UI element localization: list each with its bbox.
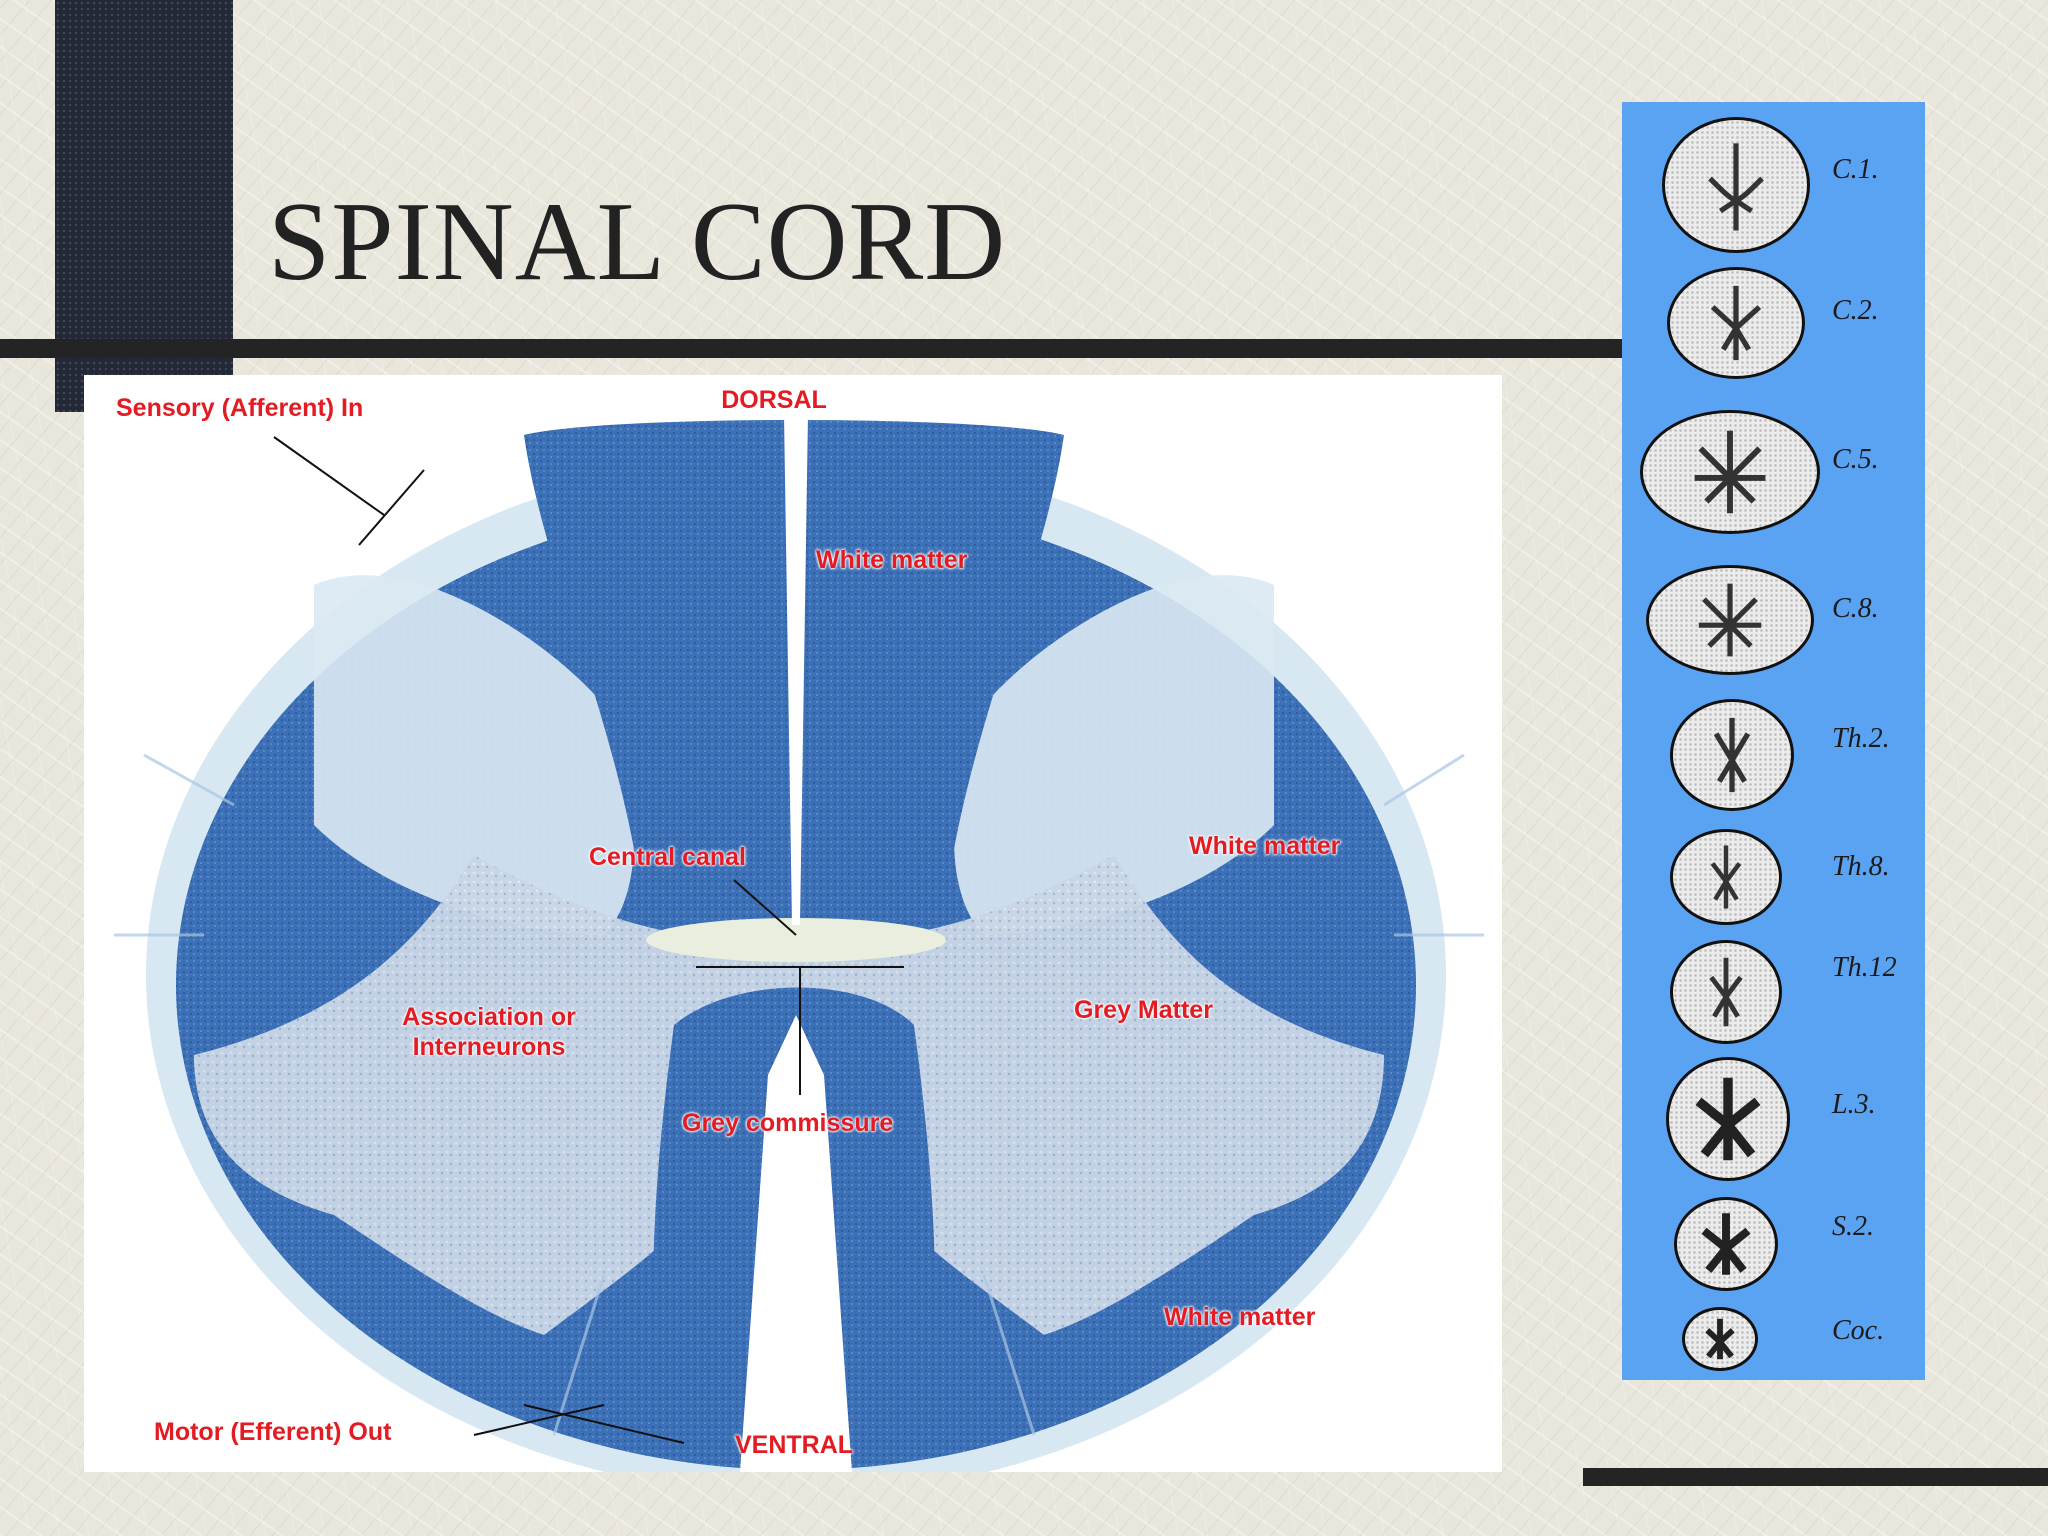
segment-cross-section-icon <box>1666 1057 1790 1181</box>
segment-cross-section-icon <box>1670 829 1782 925</box>
segment-cross-section-icon <box>1674 1197 1778 1291</box>
central-canal-pointer-line <box>733 879 797 936</box>
label-dorsal: DORSAL <box>721 386 827 414</box>
segment-code: C.8. <box>1832 593 1879 624</box>
label-white-matter-lateral: White matter <box>1189 832 1341 860</box>
cross-section-image <box>114 415 1484 1472</box>
spinal-cord-cross-section-figure: DORSAL Sensory (Afferent) In White matte… <box>84 375 1502 1472</box>
label-central-canal: Central canal <box>589 843 747 871</box>
segment-item: S.2. <box>1622 1197 1925 1317</box>
slide-title: SPINAL CORD <box>268 180 1007 304</box>
label-white-matter-dorsal: White matter <box>816 546 968 574</box>
label-grey-matter: Grey Matter <box>1074 996 1213 1024</box>
segment-code: Coc. <box>1832 1315 1885 1346</box>
label-white-matter-ventral: White matter <box>1164 1303 1316 1331</box>
segment-item: Coc. <box>1622 1307 1925 1427</box>
segment-code: C.2. <box>1832 295 1879 326</box>
segment-code: Th.8. <box>1832 851 1890 882</box>
segment-code: Th.12 <box>1832 952 1897 983</box>
segment-cross-section-icon <box>1662 117 1810 253</box>
motor-pointer-line <box>473 1404 605 1436</box>
label-grey-commissure: Grey commissure <box>682 1109 894 1137</box>
segment-cross-section-icon <box>1646 565 1814 675</box>
segment-item: Th.12 <box>1622 940 1925 1060</box>
label-association: Association or Interneurons <box>374 1002 604 1062</box>
segment-cross-section-icon <box>1640 410 1820 534</box>
dorsal-horn-left <box>314 575 634 935</box>
footer-rule <box>1583 1468 2048 1486</box>
segment-cross-section-icon <box>1682 1307 1758 1371</box>
segment-code: C.1. <box>1832 154 1879 185</box>
segment-code: S.2. <box>1832 1211 1874 1242</box>
segment-item: Th.2. <box>1622 699 1925 819</box>
segment-cross-section-icon <box>1670 699 1794 811</box>
segment-code: C.5. <box>1832 444 1879 475</box>
sensory-pointer-line <box>273 436 385 516</box>
segment-code: Th.2. <box>1832 723 1890 754</box>
segment-code: L.3. <box>1832 1089 1876 1120</box>
segment-item: Th.8. <box>1622 829 1925 949</box>
label-sensory-afferent-in: Sensory (Afferent) In <box>116 394 364 422</box>
label-motor-efferent-out: Motor (Efferent) Out <box>154 1418 392 1446</box>
label-ventral: VENTRAL <box>734 1431 854 1459</box>
label-association-line2: Interneurons <box>412 1033 566 1061</box>
segment-item: C.1. <box>1622 112 1925 253</box>
segment-item: C.8. <box>1622 565 1925 685</box>
title-rule <box>0 339 1625 358</box>
segment-cross-section-icon <box>1670 940 1782 1044</box>
segment-item: L.3. <box>1622 1057 1925 1181</box>
dorsal-horn-right <box>954 575 1274 935</box>
segment-cross-section-icon <box>1667 267 1805 379</box>
segment-item: C.5. <box>1622 410 1925 534</box>
segment-item: C.2. <box>1622 267 1925 387</box>
spinal-segments-strip: C.1. C.2. C.5. C.8. Th.2. Th.8. Th.12 <box>1622 102 1925 1380</box>
label-association-line1: Association or <box>402 1003 576 1031</box>
